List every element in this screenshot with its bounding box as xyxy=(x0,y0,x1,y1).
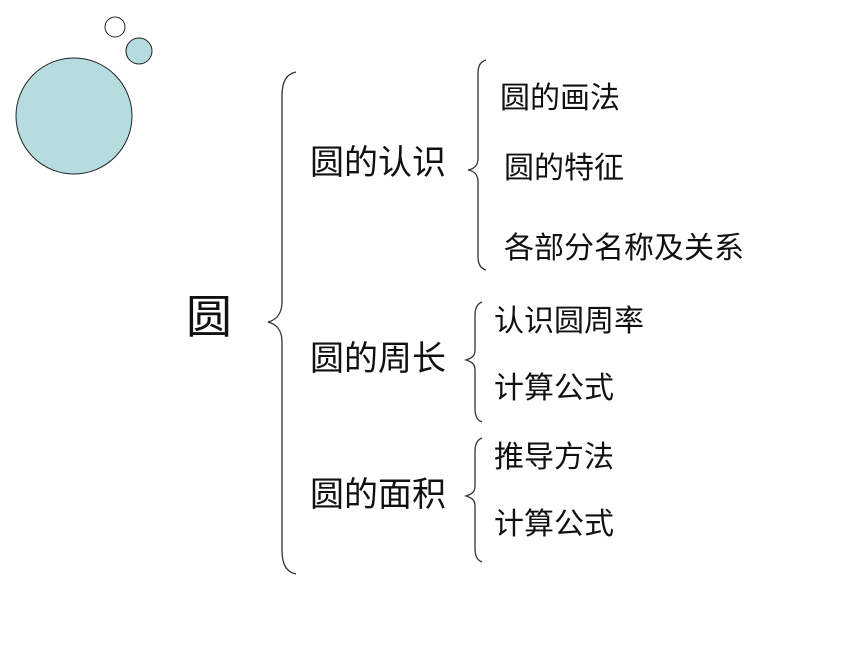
leaf-area-formula: 计算公式 xyxy=(494,507,614,542)
branch-brace-1 xyxy=(467,59,487,271)
leaf-derivation-method: 推导方法 xyxy=(494,440,614,475)
branch-brace-2 xyxy=(463,301,483,423)
leaf-circumference-formula: 计算公式 xyxy=(494,371,614,406)
leaf-pi: 认识圆周率 xyxy=(494,304,644,339)
large-circle-filled xyxy=(15,57,133,175)
leaf-parts-and-relations: 各部分名称及关系 xyxy=(504,231,744,266)
small-circle-filled xyxy=(125,37,153,65)
branch-node-area: 圆的面积 xyxy=(310,475,446,515)
root-brace xyxy=(267,71,297,575)
branch-node-recognition: 圆的认识 xyxy=(310,143,446,183)
branch-brace-3 xyxy=(463,437,483,563)
root-node: 圆 xyxy=(186,290,232,344)
small-circle-outline xyxy=(104,16,126,38)
leaf-drawing-method: 圆的画法 xyxy=(500,81,620,116)
branch-node-circumference: 圆的周长 xyxy=(310,339,446,379)
leaf-characteristics: 圆的特征 xyxy=(504,151,624,186)
